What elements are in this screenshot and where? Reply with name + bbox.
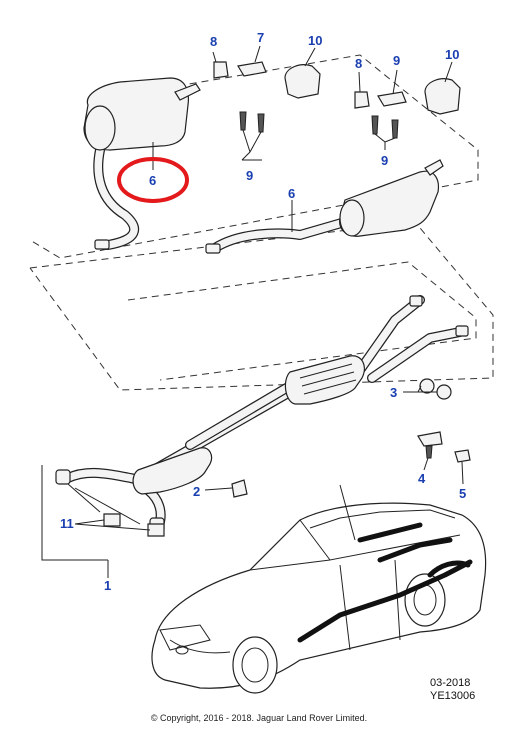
callout-7: 7	[257, 30, 264, 45]
hanger-parts-right	[354, 78, 461, 139]
callout-1: 1	[104, 578, 111, 593]
leader-lines	[67, 45, 464, 578]
small-parts	[103, 378, 471, 537]
copyright-notice: © Copyright, 2016 - 2018. Jaguar Land Ro…	[151, 713, 367, 723]
highlight-circle	[117, 157, 189, 203]
callout-9-left: 9	[246, 168, 253, 183]
hanger-parts-left	[213, 61, 321, 133]
front-muffler	[83, 77, 201, 250]
callout-9-right: 9	[393, 53, 400, 68]
diagram-reference: YE13006	[430, 690, 475, 702]
main-exhaust-assembly	[55, 295, 469, 533]
callout-8-left: 8	[210, 34, 217, 49]
callout-11: 11	[60, 516, 74, 531]
rear-muffler	[205, 159, 444, 254]
callout-9-right-lower: 9	[381, 153, 388, 168]
callout-2: 2	[193, 484, 200, 499]
callout-4: 4	[418, 471, 426, 486]
callout-6-rear: 6	[288, 186, 295, 201]
callout-6-highlighted: 6	[149, 173, 156, 188]
callout-5: 5	[459, 486, 466, 501]
group-1-bracket	[41, 465, 108, 561]
callout-8-right: 8	[355, 56, 362, 71]
diagram-date: 03-2018	[430, 677, 470, 689]
callout-10-right: 10	[445, 47, 459, 62]
callout-3: 3	[390, 385, 397, 400]
car-illustration	[151, 502, 487, 694]
callout-10-left: 10	[308, 33, 322, 48]
